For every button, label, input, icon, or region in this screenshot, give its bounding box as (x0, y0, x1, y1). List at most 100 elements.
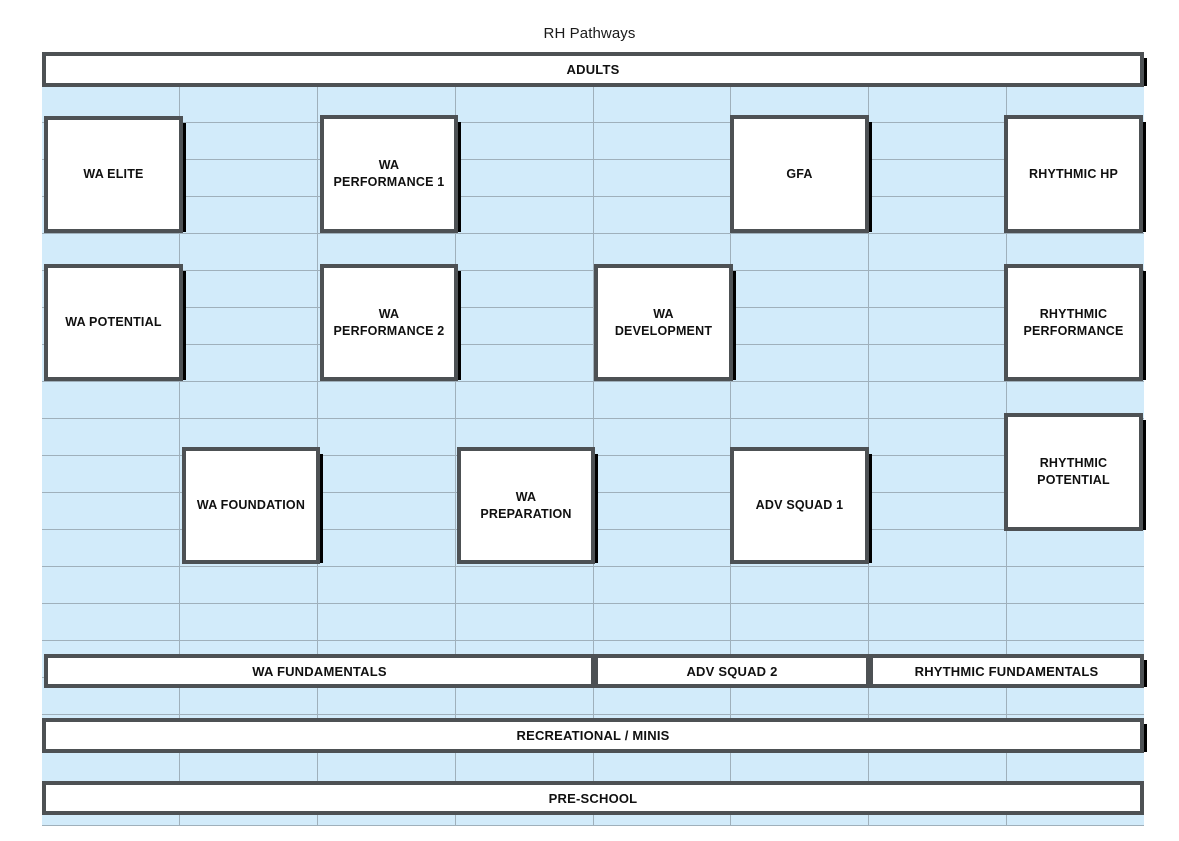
grid-cell (455, 123, 594, 160)
grid-cell (42, 604, 180, 641)
grid-cell (317, 456, 456, 493)
grid-cell (869, 86, 1008, 123)
node-rhythmic-performance[interactable]: RHYTHMIC PERFORMANCE (1004, 264, 1146, 381)
bar-wa-fundamentals[interactable]: WA FUNDAMENTALS (44, 654, 595, 688)
grid-cell (869, 160, 1008, 197)
node-rhythmic-performance-label: RHYTHMIC PERFORMANCE (1023, 306, 1124, 338)
grid-cell (179, 345, 318, 382)
grid-cell (455, 567, 594, 604)
grid-row (42, 345, 1144, 382)
grid-cell (1007, 567, 1144, 604)
grid-cell (593, 419, 732, 456)
node-wa-elite[interactable]: WA ELITE (44, 116, 186, 233)
bar-rhythmic-fundamentals[interactable]: RHYTHMIC FUNDAMENTALS (869, 654, 1147, 688)
grid-cell (731, 234, 870, 271)
grid-cell (731, 604, 870, 641)
node-wa-development[interactable]: WA DEVELOPMENT (594, 264, 736, 381)
grid-cell (455, 197, 594, 234)
grid-cell (42, 456, 180, 493)
grid-row (42, 382, 1144, 419)
node-rhythmic-hp[interactable]: RHYTHMIC HP (1004, 115, 1146, 233)
node-wa-elite-label: WA ELITE (83, 167, 144, 181)
grid-cell (869, 271, 1008, 308)
bar-pre-school[interactable]: PRE-SCHOOL (42, 781, 1144, 815)
grid-cell (593, 382, 732, 419)
grid-cell (869, 123, 1008, 160)
grid-cell (179, 234, 318, 271)
node-rhythmic-hp-label: RHYTHMIC HP (1028, 166, 1118, 181)
node-wa-performance-1[interactable]: WA PERFORMANCE 1 (320, 115, 461, 233)
grid-cell (455, 382, 594, 419)
grid-cell (317, 604, 456, 641)
grid-row (42, 234, 1144, 271)
grid-cell (869, 308, 1008, 345)
grid-cell (179, 86, 318, 123)
node-wa-performance-1-label: WA PERFORMANCE 1 (333, 158, 445, 189)
grid-cell (317, 419, 456, 456)
node-wa-development-label: WA DEVELOPMENT (614, 306, 713, 338)
grid-cell (455, 345, 594, 382)
grid-cell (179, 382, 318, 419)
node-rhythmic-potential-label: RHYTHMIC POTENTIAL (1037, 456, 1110, 487)
bar-adults[interactable]: ADULTS (42, 52, 1147, 87)
grid-cell (593, 604, 732, 641)
grid-cell (455, 160, 594, 197)
node-wa-preparation[interactable]: WA PREPARATION (457, 447, 598, 564)
grid-cell (593, 123, 732, 160)
grid-cell (42, 382, 180, 419)
node-gfa[interactable]: GFA (730, 115, 872, 233)
grid-cell (869, 345, 1008, 382)
node-wa-foundation[interactable]: WA FOUNDATION (182, 447, 323, 564)
grid-cell (731, 567, 870, 604)
grid-cell (455, 271, 594, 308)
grid-cell (593, 86, 732, 123)
grid-cell (869, 197, 1008, 234)
bar-rhythmic-fundamentals-label: RHYTHMIC FUNDAMENTALS (914, 663, 1099, 679)
bar-recreational-minis-label: RECREATIONAL / MINIS (516, 728, 670, 743)
grid-cell (593, 530, 732, 567)
grid-cell (179, 604, 318, 641)
grid-cell (869, 382, 1008, 419)
bar-adults-label: ADULTS (566, 62, 620, 77)
grid-cell (179, 197, 318, 234)
grid-cell (42, 567, 180, 604)
grid-cell (731, 308, 870, 345)
grid-cell (869, 530, 1008, 567)
grid-row (42, 604, 1144, 641)
node-adv-squad-1[interactable]: ADV SQUAD 1 (730, 447, 872, 564)
grid-cell (455, 234, 594, 271)
bar-adv-squad-2[interactable]: ADV SQUAD 2 (594, 654, 870, 688)
grid-cell (179, 271, 318, 308)
bar-recreational-minis[interactable]: RECREATIONAL / MINIS (42, 718, 1147, 753)
bar-wa-fundamentals-label: WA FUNDAMENTALS (252, 663, 387, 679)
grid-cell (869, 604, 1008, 641)
node-wa-foundation-label: WA FOUNDATION (196, 498, 306, 512)
node-wa-preparation-label: WA PREPARATION (480, 489, 572, 521)
grid-cell (593, 493, 732, 530)
node-wa-performance-2-label: WA PERFORMANCE 2 (333, 306, 445, 338)
grid-cell (731, 345, 870, 382)
grid-row (42, 86, 1144, 123)
grid-cell (869, 567, 1008, 604)
node-rhythmic-potential[interactable]: RHYTHMIC POTENTIAL (1004, 413, 1146, 531)
node-adv-squad-1-label: ADV SQUAD 1 (755, 498, 844, 512)
node-wa-performance-2[interactable]: WA PERFORMANCE 2 (320, 264, 461, 381)
grid-cell (42, 419, 180, 456)
grid-cell (1007, 530, 1144, 567)
page-title: RH Pathways (543, 25, 636, 42)
grid-cell (179, 308, 318, 345)
grid-cell (42, 493, 180, 530)
grid-cell (593, 567, 732, 604)
node-wa-potential[interactable]: WA POTENTIAL (44, 264, 186, 381)
grid-cell (455, 308, 594, 345)
grid-cell (317, 567, 456, 604)
grid-cell (593, 456, 732, 493)
grid-cell (869, 493, 1008, 530)
grid-cell (869, 419, 1008, 456)
node-wa-potential-label: WA POTENTIAL (65, 315, 162, 329)
grid-cell (593, 160, 732, 197)
grid-cell (593, 197, 732, 234)
grid-cell (179, 123, 318, 160)
grid-row (42, 123, 1144, 160)
